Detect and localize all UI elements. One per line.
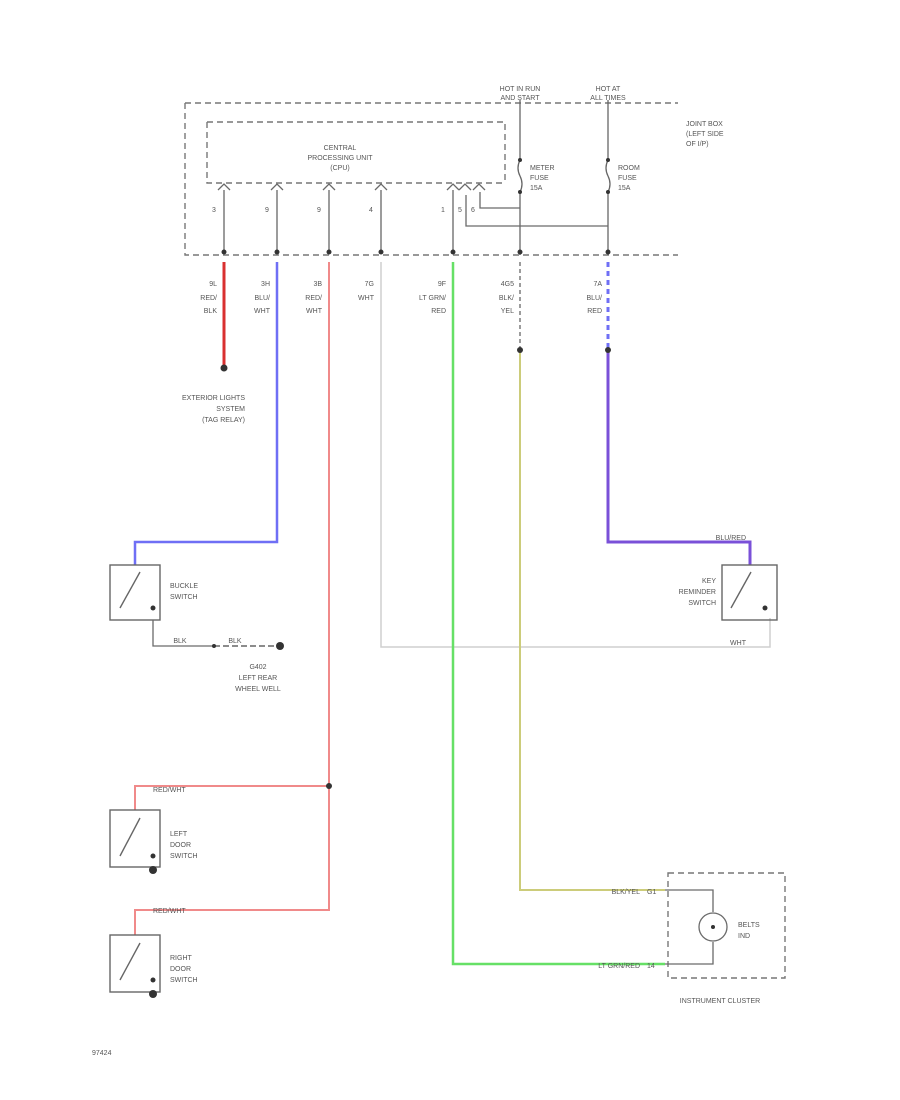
- wire-color: RED/: [305, 295, 322, 302]
- right-door-label-2: DOOR: [170, 966, 191, 973]
- wire-blu-red: [606, 350, 752, 565]
- room-fuse-label-3: 15A: [618, 185, 631, 192]
- key-switch-label-3: SWITCH: [688, 600, 716, 607]
- wire-color: RED: [587, 308, 602, 315]
- wire-color: LT GRN/: [419, 295, 446, 302]
- right-door-label-1: RIGHT: [170, 955, 193, 962]
- wire-red-wht-left-door: [134, 785, 329, 810]
- key-bottom-wire-label: WHT: [730, 640, 747, 647]
- wire-lt-grn-red: [451, 262, 665, 966]
- key-reminder-switch: [721, 564, 778, 621]
- belts-ind-label-1: BELTS: [738, 922, 760, 929]
- exterior-label-2: SYSTEM: [216, 406, 245, 413]
- wire-color: YEL: [501, 308, 514, 315]
- cpu-title-1: CENTRAL: [324, 145, 357, 152]
- power-left-label-2: AND START: [500, 95, 540, 102]
- power-right-label-1: HOT AT: [596, 86, 621, 93]
- wire-color: BLU/: [254, 295, 270, 302]
- cpu-pin: 9: [317, 207, 321, 214]
- ground-wire-label: BLK: [173, 638, 187, 645]
- wire-color: BLU/: [586, 295, 602, 302]
- ground-label-1: G402: [249, 664, 266, 671]
- cluster-wire-top: BLK/YEL: [612, 889, 641, 896]
- joint-box-label-1: JOINT BOX: [686, 121, 723, 128]
- cpu-pin: 9: [265, 207, 269, 214]
- key-switch-label-2: REMINDER: [679, 589, 716, 596]
- wire-blk-yel: [519, 350, 665, 891]
- joint-box: [184, 102, 678, 256]
- wire-code: 3B: [313, 281, 322, 288]
- room-fuse-label-2: FUSE: [618, 175, 637, 182]
- key-wire-label: BLU/RED: [716, 535, 746, 542]
- belts-ind-lamp: [698, 912, 728, 942]
- cpu-title-3: (CPU): [330, 165, 349, 172]
- joint-box-label-2: (LEFT SIDE: [686, 131, 724, 138]
- labels: HOT IN RUN AND START HOT AT ALL TIMES JO…: [92, 86, 760, 1057]
- exterior-label-1: EXTERIOR LIGHTS: [182, 395, 245, 402]
- wires: [133, 262, 771, 966]
- right-door-label-3: SWITCH: [170, 977, 198, 984]
- wire-color: WHT: [254, 308, 271, 315]
- right-door-switch: [109, 934, 161, 998]
- meter-fuse-label-3: 15A: [530, 185, 543, 192]
- ground-wire-label: BLK: [228, 638, 242, 645]
- wire-code: 9F: [438, 281, 446, 288]
- power-left-label-1: HOT IN RUN: [500, 86, 541, 93]
- cpu-pin: 3: [212, 207, 216, 214]
- cpu-title-2: PROCESSING UNIT: [308, 155, 374, 162]
- cluster-pin-bottom: 14: [647, 963, 655, 970]
- wire-color: RED: [431, 308, 446, 315]
- left-door-label-1: LEFT: [170, 831, 188, 838]
- buckle-switch-label-2: SWITCH: [170, 594, 198, 601]
- cpu-pins: [217, 183, 486, 252]
- connection-dots: [220, 249, 611, 789]
- ground-label-3: WHEEL WELL: [235, 686, 281, 693]
- power-right-label-2: ALL TIMES: [590, 95, 626, 102]
- cluster-pin-top: G1: [647, 889, 656, 896]
- ground-label-2: LEFT REAR: [239, 675, 277, 682]
- right-door-wire-label: RED/WHT: [153, 908, 186, 915]
- left-door-switch: [109, 809, 161, 874]
- exterior-label-3: (TAG RELAY): [202, 417, 245, 424]
- meter-fuse: [517, 158, 523, 194]
- wire-color: BLK: [204, 308, 218, 315]
- cluster-wire-bottom: LT GRN/RED: [598, 963, 640, 970]
- wire-code: 3H: [261, 281, 270, 288]
- buckle-switch: [109, 564, 284, 650]
- wire-code: 7G: [365, 281, 374, 288]
- left-door-label-3: SWITCH: [170, 853, 198, 860]
- meter-fuse-label-2: FUSE: [530, 175, 549, 182]
- wire-code: 7A: [593, 281, 602, 288]
- room-fuse: [605, 158, 611, 194]
- wire-color: BLK/: [499, 295, 514, 302]
- wire-blu-wht: [133, 262, 279, 565]
- power-rails: [465, 100, 609, 255]
- instrument-cluster: [665, 872, 786, 979]
- wire-color: RED/: [200, 295, 217, 302]
- figure-id: 97424: [92, 1050, 112, 1057]
- cpu-pin: 4: [369, 207, 373, 214]
- left-door-wire-label: RED/WHT: [153, 787, 186, 794]
- wire-wht: [380, 262, 771, 648]
- cpu-pin: 5: [458, 207, 462, 214]
- cpu-pin: 6: [471, 207, 475, 214]
- wire-code: 9L: [209, 281, 217, 288]
- meter-fuse-label-1: METER: [530, 165, 555, 172]
- wire-color: WHT: [306, 308, 323, 315]
- key-switch-label-1: KEY: [702, 578, 716, 585]
- cpu-box: [206, 121, 506, 184]
- wire-color: WHT: [358, 295, 375, 302]
- room-fuse-label-1: ROOM: [618, 165, 640, 172]
- wire-code: 4G5: [501, 281, 514, 288]
- cpu-pin: 1: [441, 207, 445, 214]
- wire-red-wht: [134, 262, 330, 935]
- buckle-switch-label-1: BUCKLE: [170, 583, 198, 590]
- belts-ind-label-2: IND: [738, 933, 750, 940]
- left-door-label-2: DOOR: [170, 842, 191, 849]
- cluster-title: INSTRUMENT CLUSTER: [680, 998, 760, 1005]
- joint-box-label-3: OF I/P): [686, 141, 709, 148]
